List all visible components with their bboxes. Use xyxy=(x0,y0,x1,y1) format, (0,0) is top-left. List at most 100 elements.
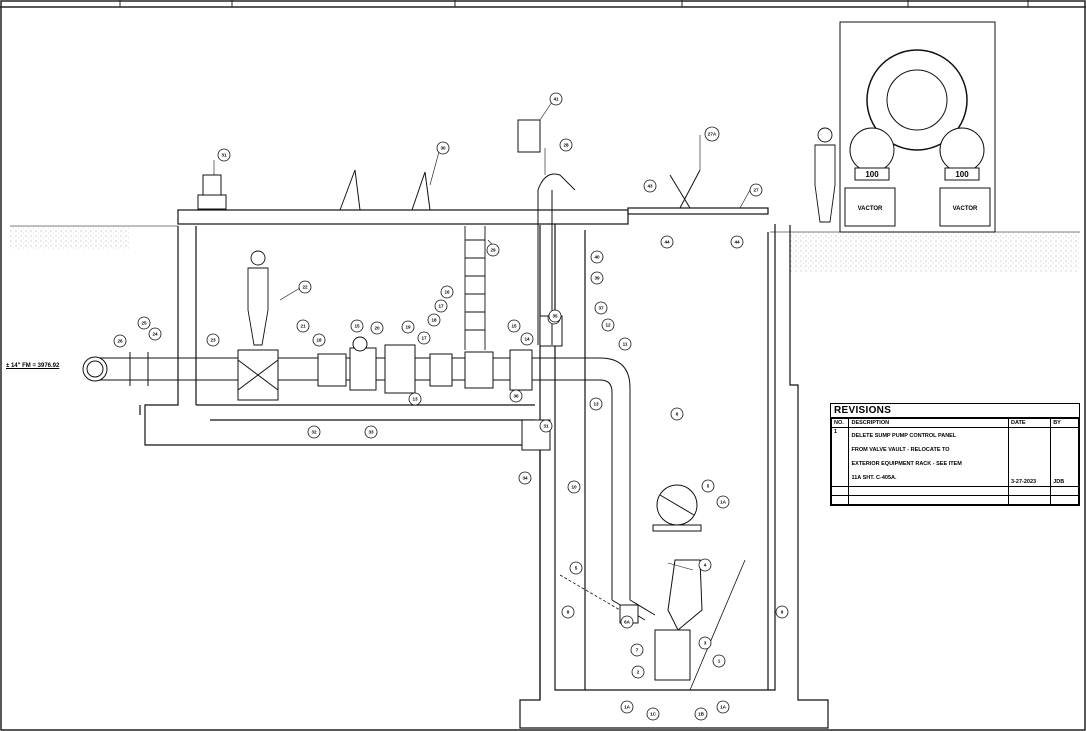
svg-text:1A: 1A xyxy=(720,705,727,710)
callout-tag: 9 xyxy=(775,605,789,619)
svg-text:17: 17 xyxy=(438,304,444,309)
revision-description-line: DELETE SUMP PUMP CONTROL PANEL xyxy=(851,433,957,439)
callout-tag: 27A xyxy=(704,126,720,142)
svg-text:20: 20 xyxy=(374,326,380,331)
svg-text:40: 40 xyxy=(594,255,600,260)
svg-text:41: 41 xyxy=(553,97,559,102)
revision-description-line: 11A SHT. C-405A. xyxy=(851,475,897,481)
callout-tag: 18 xyxy=(427,313,441,327)
callout-tag: 44 xyxy=(660,235,674,249)
svg-text:6A: 6A xyxy=(624,620,631,625)
truck-panel-right: VACTOR xyxy=(953,206,978,212)
svg-text:29: 29 xyxy=(490,248,496,253)
svg-text:15: 15 xyxy=(354,324,360,329)
svg-text:2: 2 xyxy=(637,670,640,675)
callout-tag: 18 xyxy=(312,333,326,347)
revisions-block: REVISIONS NO. DESCRIPTION DATE BY 1 DELE… xyxy=(830,403,1080,506)
callout-tag: 14 xyxy=(520,332,534,346)
callout-tag: 1A xyxy=(620,700,634,714)
header-by: BY xyxy=(1050,418,1079,428)
revisions-table: NO. DESCRIPTION DATE BY 1 DELETE SUMP PU… xyxy=(830,418,1079,505)
callout-tag: 17 xyxy=(434,299,448,313)
revision-by: JDB xyxy=(1050,427,1079,487)
callout-tag: 16 xyxy=(440,285,454,299)
callout-tag: 13 xyxy=(589,397,603,411)
svg-text:31: 31 xyxy=(221,153,227,158)
svg-text:17: 17 xyxy=(421,336,427,341)
vactor-truck xyxy=(839,21,996,233)
svg-text:35: 35 xyxy=(552,314,558,319)
callout-tag: 12 xyxy=(601,318,615,332)
svg-text:13: 13 xyxy=(412,397,418,402)
svg-text:44: 44 xyxy=(734,240,740,245)
callout-tag: 23 xyxy=(206,333,220,347)
svg-text:1B: 1B xyxy=(698,712,705,717)
revision-description-line: EXTERIOR EQUIPMENT RACK - SEE ITEM xyxy=(851,461,962,467)
svg-text:25: 25 xyxy=(141,321,147,326)
wet-well xyxy=(519,207,829,729)
svg-text:14: 14 xyxy=(524,337,530,342)
ladder xyxy=(464,226,486,350)
revision-empty-row xyxy=(830,486,1079,496)
callout-tag: 15 xyxy=(507,319,521,333)
callout-tag: 39 xyxy=(590,271,604,285)
svg-text:7: 7 xyxy=(636,648,639,653)
revision-description: DELETE SUMP PUMP CONTROL PANEL FROM VALV… xyxy=(848,427,1009,487)
svg-text:23: 23 xyxy=(210,338,216,343)
callout-tag: 31 xyxy=(217,148,231,162)
callout-tag: 32 xyxy=(307,425,321,439)
callout-tag: 6A xyxy=(620,615,634,629)
callout-tag: 20 xyxy=(370,321,384,335)
callout-tag: 4 xyxy=(698,558,712,572)
svg-text:6: 6 xyxy=(676,412,679,417)
svg-text:33: 33 xyxy=(368,430,374,435)
revision-empty-row xyxy=(830,495,1079,505)
submersible-pump xyxy=(611,484,703,681)
svg-text:8: 8 xyxy=(567,610,570,615)
worker-by-truck xyxy=(814,127,836,223)
revisions-title: REVISIONS xyxy=(831,404,1079,418)
callout-tag: 6 xyxy=(670,407,684,421)
callout-tag: 41 xyxy=(549,92,563,106)
callout-tag: 37 xyxy=(594,301,608,315)
svg-text:22: 22 xyxy=(302,285,308,290)
callout-leaders xyxy=(213,98,751,571)
svg-text:5: 5 xyxy=(575,566,578,571)
callout-tag: 30 xyxy=(436,141,450,155)
callout-tag: 15 xyxy=(350,319,364,333)
callout-tag: 24 xyxy=(148,327,162,341)
svg-text:4: 4 xyxy=(704,563,707,568)
callout-tag: 28 xyxy=(559,138,573,152)
svg-text:37: 37 xyxy=(598,306,604,311)
svg-text:1A: 1A xyxy=(720,500,727,505)
svg-text:18: 18 xyxy=(316,338,322,343)
callout-tag: 36 xyxy=(509,389,523,403)
callout-tag: 34 xyxy=(518,471,532,485)
truck-number-left: 100 xyxy=(865,170,879,179)
callout-tag: 13 xyxy=(408,392,422,406)
revision-description-line: FROM VALVE VAULT - RELOCATE TO xyxy=(851,447,950,453)
svg-text:26: 26 xyxy=(117,339,123,344)
callout-tag: 29 xyxy=(486,243,500,257)
callout-tag: 31 xyxy=(539,419,553,433)
truck-number-right: 100 xyxy=(955,170,969,179)
svg-text:27: 27 xyxy=(753,188,759,193)
revision-row: 1 DELETE SUMP PUMP CONTROL PANEL FROM VA… xyxy=(830,427,1079,487)
callout-tag: 1A xyxy=(716,495,730,509)
svg-text:27A: 27A xyxy=(708,132,717,137)
callout-tag: 1 xyxy=(712,654,726,668)
svg-text:12: 12 xyxy=(605,323,611,328)
callout-tag: 27 xyxy=(749,183,763,197)
callout-tag: 5 xyxy=(701,479,715,493)
svg-text:44: 44 xyxy=(664,240,670,245)
header-description: DESCRIPTION xyxy=(848,418,1009,428)
svg-text:15: 15 xyxy=(511,324,517,329)
svg-text:39: 39 xyxy=(594,276,600,281)
callout-tags: 31 30 41 28 27A 27 43 29 44 44 40 22 39 … xyxy=(113,92,789,721)
svg-text:1A: 1A xyxy=(624,705,631,710)
svg-text:5: 5 xyxy=(707,484,710,489)
svg-text:1: 1 xyxy=(718,659,721,664)
svg-text:36: 36 xyxy=(513,394,519,399)
svg-text:13: 13 xyxy=(593,402,599,407)
callout-tag: 22 xyxy=(298,280,312,294)
